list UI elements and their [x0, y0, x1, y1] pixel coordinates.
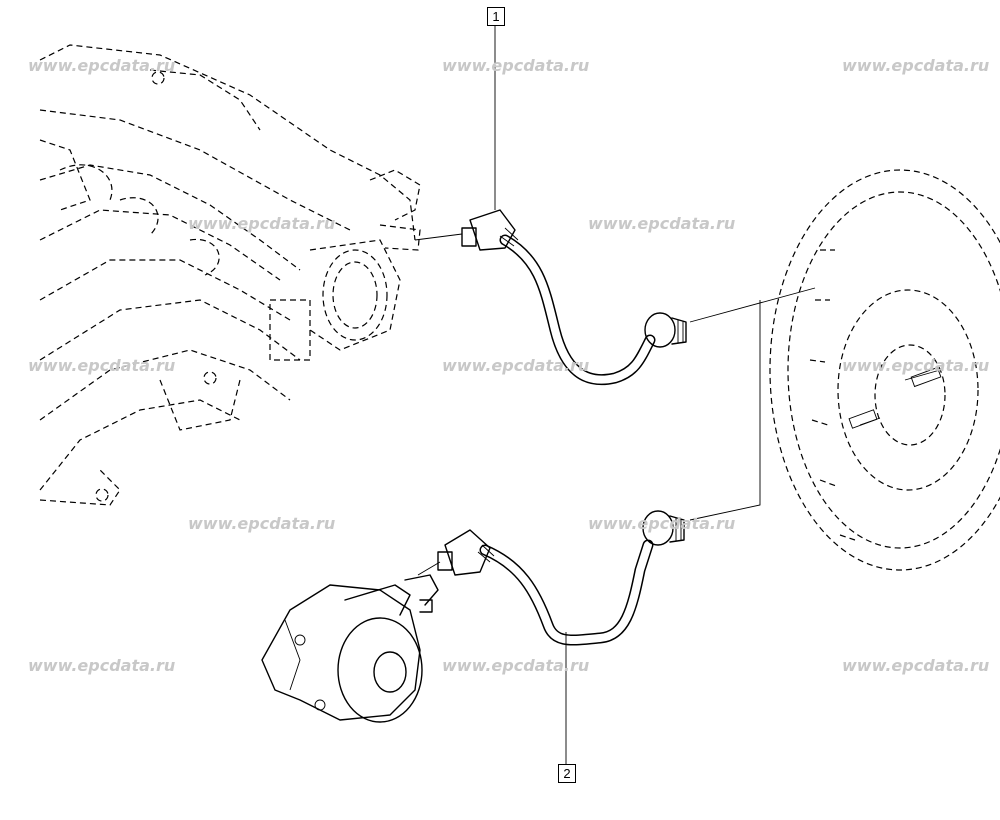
watermark: www.epcdata.ru: [588, 214, 736, 233]
watermark: www.epcdata.ru: [28, 356, 176, 375]
watermark: www.epcdata.ru: [188, 214, 336, 233]
intake-manifold: [39, 44, 421, 506]
watermark: www.epcdata.ru: [842, 356, 990, 375]
vacuum-hose-1: [461, 209, 687, 386]
watermark: www.epcdata.ru: [28, 656, 176, 675]
watermark: www.epcdata.ru: [588, 514, 736, 533]
vacuum-hose-2: [437, 510, 685, 646]
callout-1[interactable]: 1: [487, 7, 505, 26]
watermark: www.epcdata.ru: [842, 56, 990, 75]
watermark: www.epcdata.ru: [188, 514, 336, 533]
watermark: www.epcdata.ru: [442, 356, 590, 375]
watermark: www.epcdata.ru: [28, 56, 176, 75]
vacuum-pump: [261, 574, 439, 723]
watermark: www.epcdata.ru: [442, 56, 590, 75]
watermark: www.epcdata.ru: [442, 656, 590, 675]
callout-2[interactable]: 2: [558, 764, 576, 783]
leader-lines: [414, 24, 816, 765]
watermark: www.epcdata.ru: [842, 656, 990, 675]
flywheel: [769, 169, 1000, 571]
